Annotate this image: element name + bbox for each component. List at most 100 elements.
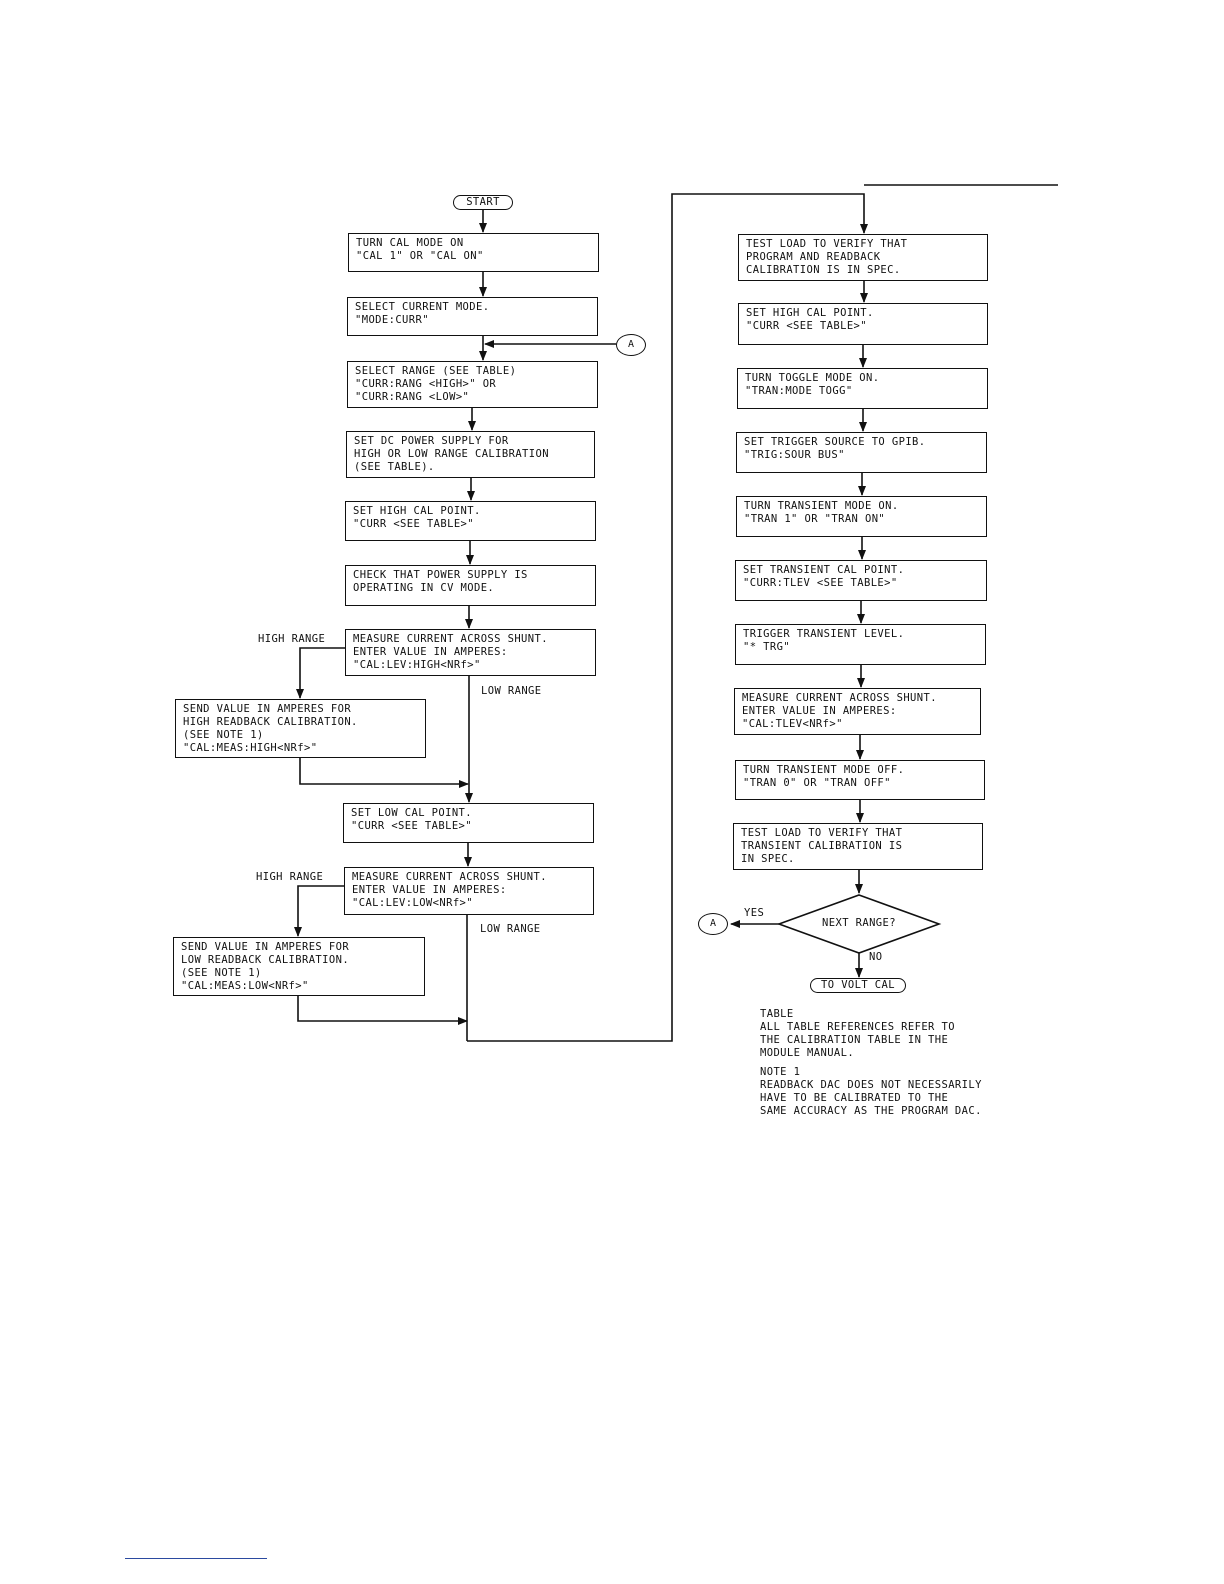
step-line: SET HIGH CAL POINT.	[353, 505, 481, 517]
step-line: SELECT RANGE (SEE TABLE)	[355, 365, 517, 377]
step-line: TRIGGER TRANSIENT LEVEL.	[743, 628, 905, 640]
arrow	[296, 647, 345, 699]
high-range-label: HIGH RANGE	[258, 633, 326, 645]
step-line: ENTER VALUE IN AMPERES:	[353, 646, 508, 658]
step-measure-low: MEASURE CURRENT ACROSS SHUNT. ENTER VALU…	[344, 867, 594, 915]
step-line: TURN CAL MODE ON	[356, 237, 464, 249]
step-line: "CURR <SEE TABLE>"	[353, 518, 474, 530]
step-line: HIGH OR LOW RANGE CALIBRATION	[354, 448, 549, 460]
step-line: OPERATING IN CV MODE.	[353, 582, 495, 594]
step-line: TRANSIENT CALIBRATION IS	[741, 840, 903, 852]
step-line: TURN TRANSIENT MODE ON.	[744, 500, 899, 512]
step-line: "CURR <SEE TABLE>"	[351, 820, 472, 832]
step-check-cv-mode: CHECK THAT POWER SUPPLY IS OPERATING IN …	[345, 565, 596, 606]
step-transient-mode-on: TURN TRANSIENT MODE ON. "TRAN 1" OR "TRA…	[736, 496, 987, 537]
note1-line: READBACK DAC DOES NOT NECESSARILY	[760, 1079, 982, 1091]
step-line: "CURR:TLEV <SEE TABLE>"	[743, 577, 898, 589]
step-line: (SEE NOTE 1)	[183, 729, 264, 741]
notes-block: TABLE ALL TABLE REFERENCES REFER TO THE …	[760, 1008, 982, 1118]
step-line: IN SPEC.	[741, 853, 795, 865]
step-line: "CURR <SEE TABLE>"	[746, 320, 867, 332]
step-line: SEND VALUE IN AMPERES FOR	[181, 941, 350, 953]
step-line: SET DC POWER SUPPLY FOR	[354, 435, 509, 447]
step-line: "* TRG"	[743, 641, 791, 653]
step-line: SET TRANSIENT CAL POINT.	[743, 564, 905, 576]
step-line: TURN TRANSIENT MODE OFF.	[743, 764, 905, 776]
step-trigger-transient: TRIGGER TRANSIENT LEVEL. "* TRG"	[735, 624, 986, 665]
step-line: "CURR:RANG <HIGH>" OR	[355, 378, 497, 390]
no-label: NO	[869, 951, 883, 963]
arrow	[294, 885, 344, 937]
end-terminal: TO VOLT CAL	[810, 978, 906, 993]
yes-label: YES	[744, 907, 765, 919]
step-line: (SEE TABLE).	[354, 461, 435, 473]
step-select-current-mode: SELECT CURRENT MODE. "MODE:CURR"	[347, 297, 598, 336]
low-range-label: LOW RANGE	[481, 685, 542, 697]
note1-line: HAVE TO BE CALIBRATED TO THE	[760, 1092, 949, 1104]
step-line: SELECT CURRENT MODE.	[355, 301, 490, 313]
step-line: MEASURE CURRENT ACROSS SHUNT.	[352, 871, 547, 883]
step-line: ENTER VALUE IN AMPERES:	[742, 705, 897, 717]
step-line: "CAL 1" OR "CAL ON"	[356, 250, 484, 262]
step-line: TURN TOGGLE MODE ON.	[745, 372, 880, 384]
step-line: CALIBRATION IS IN SPEC.	[746, 264, 901, 276]
step-line: SET HIGH CAL POINT.	[746, 307, 874, 319]
step-toggle-mode-on: TURN TOGGLE MODE ON. "TRAN:MODE TOGG"	[737, 368, 988, 409]
step-set-high-cal-point: SET HIGH CAL POINT. "CURR <SEE TABLE>"	[345, 501, 596, 541]
arrow	[297, 996, 468, 1025]
step-line: (SEE NOTE 1)	[181, 967, 262, 979]
step-line: "TRAN 1" OR "TRAN ON"	[744, 513, 886, 525]
step-line: "TRAN:MODE TOGG"	[745, 385, 853, 397]
step-line: TEST LOAD TO VERIFY THAT	[746, 238, 908, 250]
high-range-label: HIGH RANGE	[256, 871, 324, 883]
step-line: "CAL:LEV:LOW<NRf>"	[352, 897, 473, 909]
table-note-line: THE CALIBRATION TABLE IN THE	[760, 1034, 949, 1046]
step-send-high-readback: SEND VALUE IN AMPERES FOR HIGH READBACK …	[175, 699, 426, 758]
connector-a: A	[698, 913, 728, 935]
step-line: ENTER VALUE IN AMPERES:	[352, 884, 507, 896]
table-note-line: ALL TABLE REFERENCES REFER TO	[760, 1021, 955, 1033]
step-line: SET LOW CAL POINT.	[351, 807, 472, 819]
step-line: "CAL:MEAS:LOW<NRf>"	[181, 980, 309, 992]
start-terminal: START	[453, 195, 513, 210]
step-line: TEST LOAD TO VERIFY THAT	[741, 827, 903, 839]
step-line: PROGRAM AND READBACK	[746, 251, 881, 263]
step-line: MEASURE CURRENT ACROSS SHUNT.	[742, 692, 937, 704]
table-note-line: MODULE MANUAL.	[760, 1047, 855, 1059]
step-select-range: SELECT RANGE (SEE TABLE) "CURR:RANG <HIG…	[347, 361, 598, 408]
table-note-title: TABLE	[760, 1008, 794, 1020]
arrow	[467, 193, 868, 1042]
step-cal-mode-on: TURN CAL MODE ON "CAL 1" OR "CAL ON"	[348, 233, 599, 272]
step-set-dc-power-supply: SET DC POWER SUPPLY FOR HIGH OR LOW RANG…	[346, 431, 595, 478]
note1-line: SAME ACCURACY AS THE PROGRAM DAC.	[760, 1105, 982, 1117]
step-set-high-cal-point-2: SET HIGH CAL POINT. "CURR <SEE TABLE>"	[738, 303, 988, 345]
step-transient-cal-point: SET TRANSIENT CAL POINT. "CURR:TLEV <SEE…	[735, 560, 987, 601]
decision-label: NEXT RANGE?	[822, 917, 896, 929]
note1-title: NOTE 1	[760, 1066, 801, 1078]
step-line: "CURR:RANG <LOW>"	[355, 391, 470, 403]
step-line: "CAL:LEV:HIGH<NRf>"	[353, 659, 481, 671]
step-set-low-cal-point: SET LOW CAL POINT. "CURR <SEE TABLE>"	[343, 803, 594, 843]
step-line: "CAL:TLEV<NRf>"	[742, 718, 843, 730]
step-line: HIGH READBACK CALIBRATION.	[183, 716, 358, 728]
step-line: "MODE:CURR"	[355, 314, 429, 326]
step-measure-transient: MEASURE CURRENT ACROSS SHUNT. ENTER VALU…	[734, 688, 981, 735]
step-line: CHECK THAT POWER SUPPLY IS	[353, 569, 528, 581]
step-line: MEASURE CURRENT ACROSS SHUNT.	[353, 633, 548, 645]
arrow	[299, 758, 469, 788]
step-line: SEND VALUE IN AMPERES FOR	[183, 703, 352, 715]
step-test-load-program: TEST LOAD TO VERIFY THAT PROGRAM AND REA…	[738, 234, 988, 281]
step-line: "CAL:MEAS:HIGH<NRf>"	[183, 742, 318, 754]
step-line: LOW READBACK CALIBRATION.	[181, 954, 350, 966]
step-line: "TRIG:SOUR BUS"	[744, 449, 845, 461]
step-line: "TRAN 0" OR "TRAN OFF"	[743, 777, 891, 789]
step-measure-high: MEASURE CURRENT ACROSS SHUNT. ENTER VALU…	[345, 629, 596, 676]
step-line: SET TRIGGER SOURCE TO GPIB.	[744, 436, 926, 448]
footnote-rule	[125, 1558, 267, 1559]
low-range-label: LOW RANGE	[480, 923, 541, 935]
step-test-load-transient: TEST LOAD TO VERIFY THAT TRANSIENT CALIB…	[733, 823, 983, 870]
connector-a: A	[616, 334, 646, 356]
step-transient-mode-off: TURN TRANSIENT MODE OFF. "TRAN 0" OR "TR…	[735, 760, 985, 800]
step-trigger-source: SET TRIGGER SOURCE TO GPIB. "TRIG:SOUR B…	[736, 432, 987, 473]
